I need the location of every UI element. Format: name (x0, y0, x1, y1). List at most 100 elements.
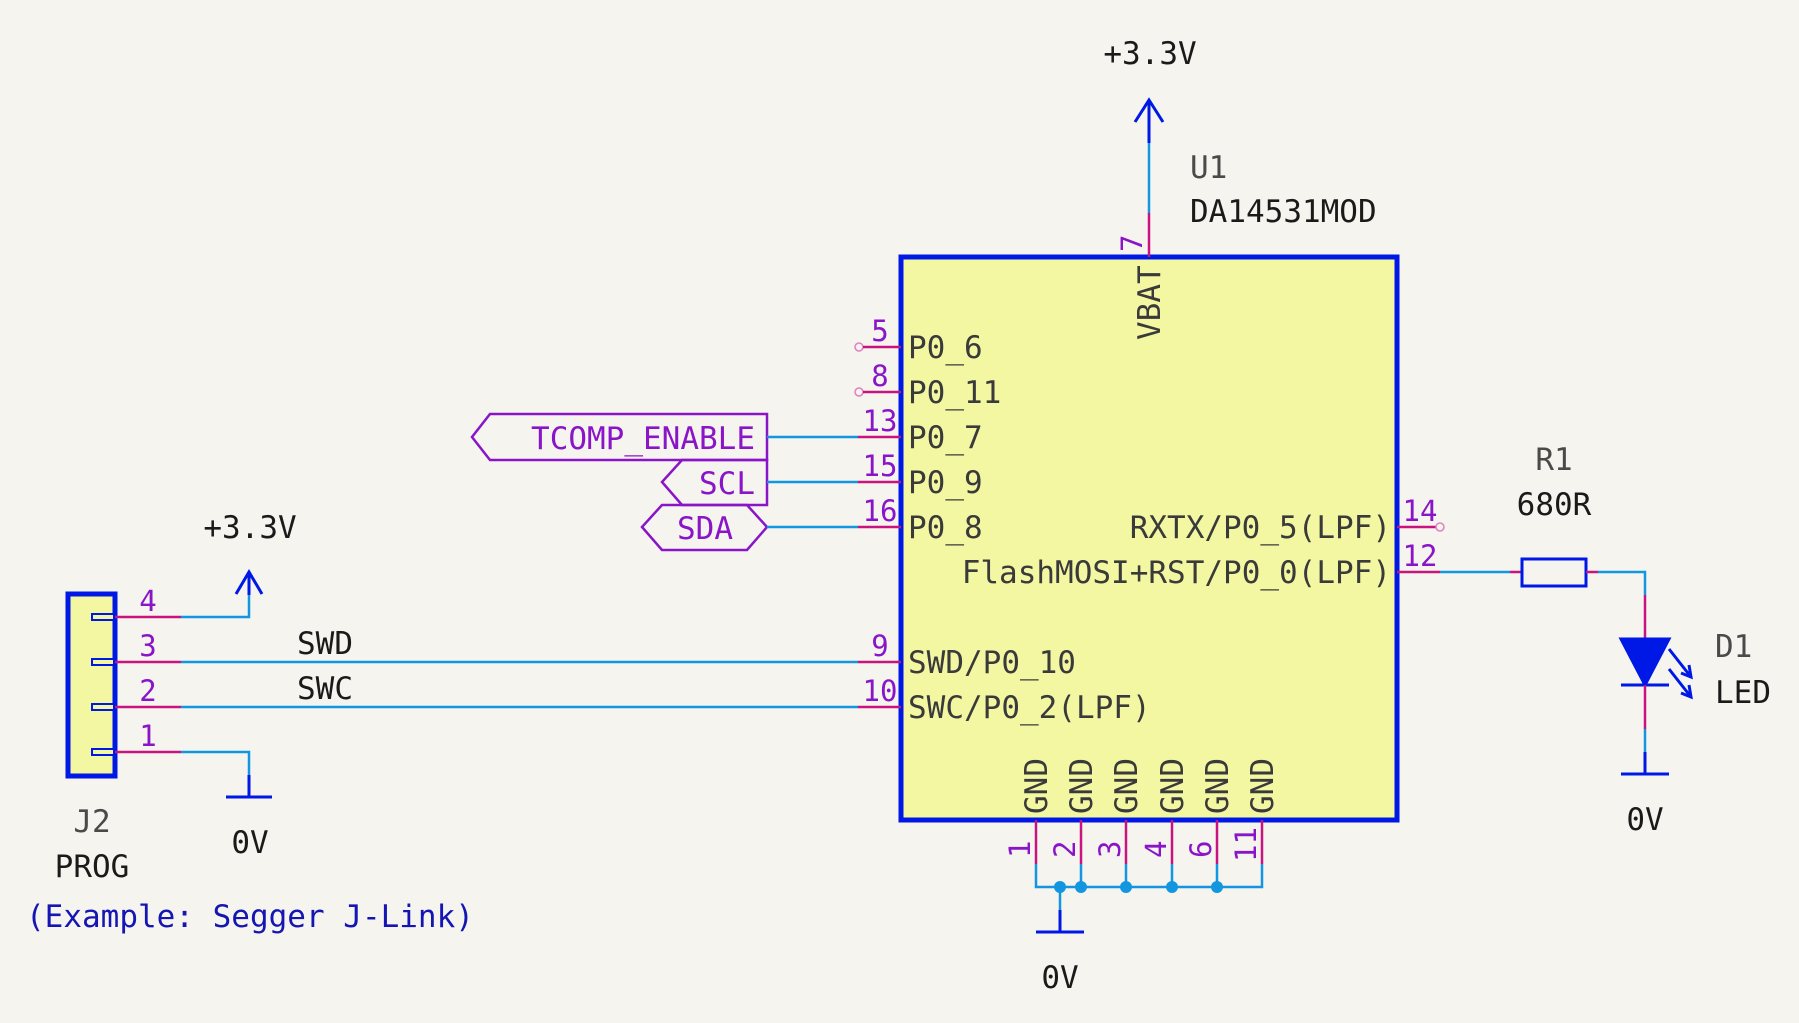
hier-label-input-shape (470, 412, 769, 462)
power-label-vcc-u1: +3.3V (1103, 36, 1196, 72)
wire-j2-vcc[interactable] (181, 595, 251, 619)
j2-reference: J2 (73, 804, 110, 840)
power-symbol-gnd-j2[interactable]: 0V (226, 775, 272, 861)
power-symbol-gnd-u1[interactable]: 0V (1036, 910, 1084, 996)
u1-body[interactable] (898, 254, 1400, 823)
j2-value: PROG (55, 849, 130, 885)
u1-pin-7-name: VBAT (1132, 265, 1168, 340)
j2-pin-1-number: 1 (139, 719, 156, 753)
u1-pin-6-name: GND (1200, 758, 1236, 814)
u1-pin-8[interactable]: 8 P0_11 (854, 359, 1001, 411)
hier-label-sda[interactable]: SDA (640, 503, 769, 552)
led-emission-arrows-icon (1667, 648, 1693, 700)
power-label-gnd-u1: 0V (1041, 960, 1078, 996)
wire-j2-gnd[interactable] (181, 750, 251, 775)
j2-connector[interactable]: 4 3 2 1 J2 PROG (55, 584, 181, 885)
u1-pin-16[interactable]: 16 P0_8 (858, 494, 983, 546)
u1-pin-4-number: 4 (1139, 841, 1173, 858)
u1-pin-15-name: P0_9 (908, 465, 983, 501)
power-symbol-gnd-d1[interactable]: 0V (1621, 752, 1669, 838)
u1-pin-3-name: GND (1109, 758, 1145, 814)
vcc-arrow-icon (1133, 97, 1165, 123)
u1-gnd-pins: 1 GND 2 GND 3 GND 4 GND 6 GND 11 GND (1003, 758, 1281, 864)
u1-pin-5[interactable]: 5 P0_6 (854, 314, 983, 366)
d1-reference: D1 (1715, 629, 1752, 665)
u1-pin-12[interactable]: 12 FlashMOSI+RST/P0_0(LPF) (962, 539, 1440, 591)
j2-note: (Example: Segger J-Link) (26, 899, 474, 935)
junction-dot (1120, 881, 1132, 893)
u1-pin-1-number: 1 (1003, 841, 1037, 858)
junction-dot (1166, 881, 1178, 893)
vcc-arrow-icon (234, 569, 264, 595)
wire-r1-d1[interactable] (1598, 570, 1647, 595)
power-symbol-vcc-u1[interactable]: +3.3V (1103, 36, 1197, 143)
power-symbol-vcc-j2[interactable]: +3.3V (203, 510, 297, 595)
u1-pin-11[interactable]: 11 GND (1229, 758, 1281, 864)
gnd-bus[interactable] (1034, 864, 1264, 910)
u1-pin-2[interactable]: 2 GND (1048, 758, 1100, 864)
power-label-gnd-j2: 0V (231, 825, 268, 861)
u1-pin-3[interactable]: 3 GND (1093, 758, 1145, 864)
u1-pin-16-number: 16 (863, 494, 898, 528)
j2-contact-2 (91, 703, 115, 711)
j2-contact-3 (91, 658, 115, 666)
j2-body (65, 591, 118, 779)
junction-dot (1211, 881, 1223, 893)
u1-pin-15-number: 15 (863, 449, 898, 483)
net-label-swd[interactable]: SWD (297, 626, 353, 662)
u1-pin-10-name: SWC/P0_2(LPF) (908, 690, 1151, 726)
hier-label-tcomp-enable-text: TCOMP_ENABLE (531, 421, 755, 457)
junction-dot (1075, 881, 1087, 893)
u1-pin-10[interactable]: 10 SWC/P0_2(LPF) (858, 674, 1151, 726)
hier-label-scl[interactable]: SCL (660, 458, 769, 507)
u1-pin-12-name: FlashMOSI+RST/P0_0(LPF) (962, 555, 1391, 591)
u1-pin-10-number: 10 (863, 674, 898, 708)
hier-label-bidir-shape (640, 503, 769, 552)
u1-pin-9-name: SWD/P0_10 (908, 645, 1076, 681)
u1-pin-2-number: 2 (1048, 841, 1082, 858)
r1-resistor[interactable]: R1 680R (1510, 442, 1598, 588)
r1-value: 680R (1517, 487, 1592, 523)
u1-reference: U1 (1190, 150, 1227, 186)
power-label-vcc-j2: +3.3V (203, 510, 296, 546)
hier-label-tcomp-enable[interactable]: TCOMP_ENABLE (470, 412, 769, 462)
junction-dot (1054, 881, 1066, 893)
u1-pin-6[interactable]: 6 GND (1184, 758, 1236, 864)
no-connect-icon (1435, 522, 1445, 532)
u1-pin-14[interactable]: 14 RXTX/P0_5(LPF) (1130, 494, 1445, 546)
power-label-gnd-d1: 0V (1626, 802, 1663, 838)
d1-led[interactable]: D1 LED (1618, 595, 1771, 729)
u1-pin-8-name: P0_11 (908, 375, 1001, 411)
u1-value: DA14531MOD (1190, 194, 1377, 230)
u1-pin-13[interactable]: 13 P0_7 (858, 404, 983, 456)
led-triangle-icon (1618, 637, 1672, 689)
u1-pin-12-number: 12 (1403, 539, 1438, 573)
d1-value: LED (1715, 675, 1771, 711)
u1-pin-3-number: 3 (1093, 841, 1127, 858)
wire-gnd-bus (1034, 864, 1264, 889)
u1-pin-15[interactable]: 15 P0_9 (858, 449, 983, 501)
u1-pin-5-number: 5 (871, 314, 888, 348)
j2-contact-4 (91, 613, 115, 621)
u1-pin-1-name: GND (1019, 758, 1055, 814)
u1-pin-6-number: 6 (1184, 841, 1218, 858)
hier-label-input-shape (660, 458, 769, 507)
u1-pin-14-number: 14 (1403, 494, 1438, 528)
u1-pin-7[interactable]: 7 VBAT (1115, 213, 1168, 340)
u1-pin-9-number: 9 (871, 629, 888, 663)
j2-pin-2-number: 2 (139, 674, 156, 708)
u1-pin-16-name: P0_8 (908, 510, 983, 546)
j2-pin-3-number: 3 (139, 629, 156, 663)
u1-pin-9[interactable]: 9 SWD/P0_10 (858, 629, 1076, 681)
u1-pin-5-name: P0_6 (908, 330, 983, 366)
hier-label-sda-text: SDA (677, 511, 733, 547)
u1-pin-4[interactable]: 4 GND (1139, 758, 1191, 864)
hier-label-scl-text: SCL (699, 466, 755, 502)
u1-pin-13-number: 13 (863, 404, 898, 438)
net-label-swc[interactable]: SWC (297, 671, 353, 707)
u1-pin-2-name: GND (1064, 758, 1100, 814)
u1-pin-4-name: GND (1155, 758, 1191, 814)
u1-pin-13-name: P0_7 (908, 420, 983, 456)
u1-pin-1[interactable]: 1 GND (1003, 758, 1055, 864)
